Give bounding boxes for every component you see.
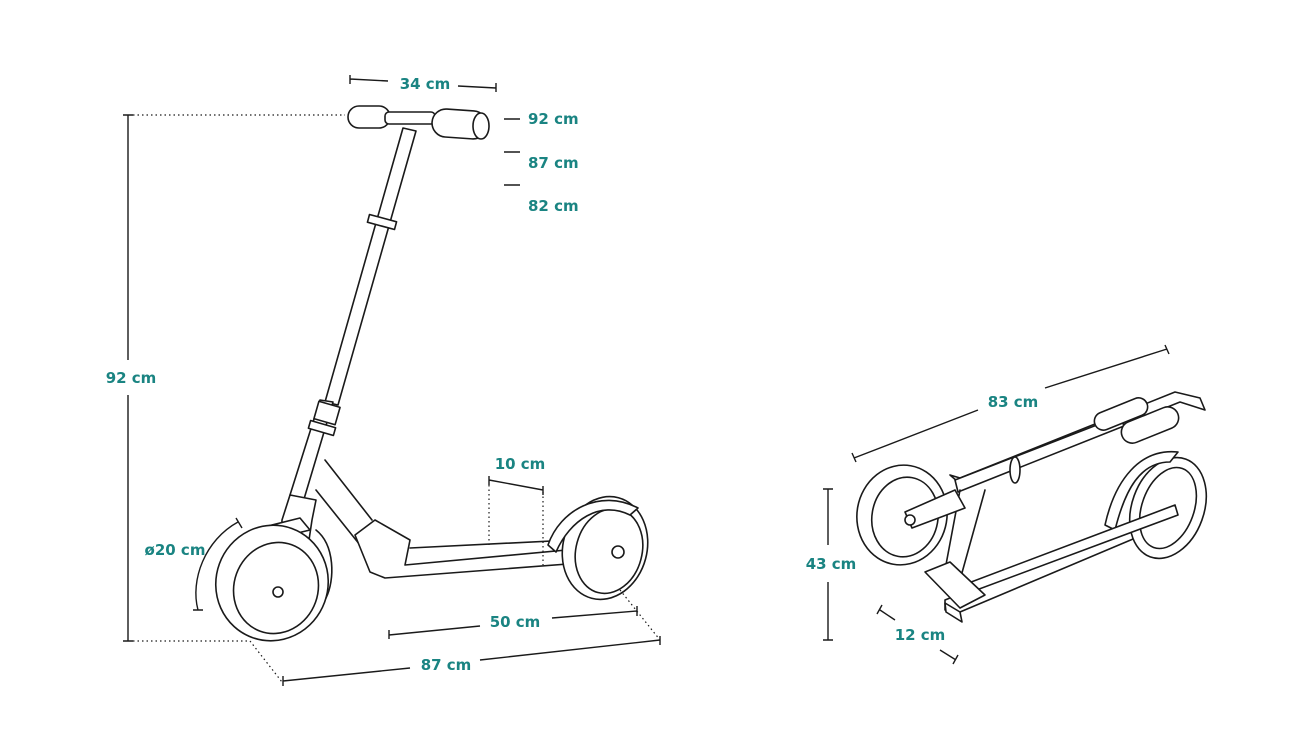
- handlebar-width-label: 34 cm: [400, 75, 451, 93]
- height-option-1: 92 cm: [528, 110, 579, 128]
- wheel-diameter-label: ø20 cm: [145, 541, 206, 559]
- total-length-label: 87 cm: [421, 656, 472, 674]
- folded-height-label: 43 cm: [806, 555, 857, 573]
- folded-scooter-drawing: [856, 391, 1208, 623]
- deck-width-label: 10 cm: [495, 455, 546, 473]
- unfolded-dimension-lines: [123, 75, 661, 686]
- height-option-2: 87 cm: [528, 154, 579, 172]
- unfolded-scooter-drawing: [214, 105, 649, 642]
- folded-width-label: 12 cm: [895, 626, 946, 644]
- folded-length-label: 83 cm: [988, 393, 1039, 411]
- folded-dimension-lines: [823, 344, 1170, 665]
- height-option-3: 82 cm: [528, 197, 579, 215]
- total-height-label: 92 cm: [106, 369, 157, 387]
- deck-length-label: 50 cm: [490, 613, 541, 631]
